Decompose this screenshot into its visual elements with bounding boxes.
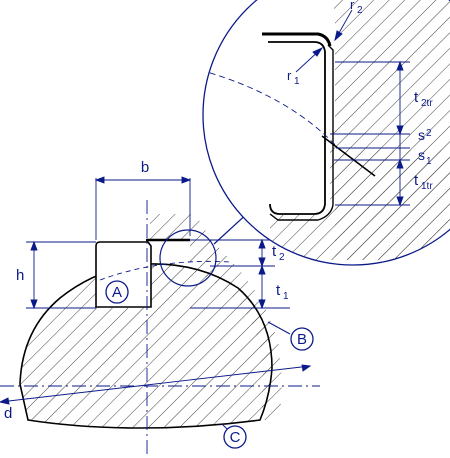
svg-text:1tr: 1tr <box>421 181 433 192</box>
svg-text:1: 1 <box>283 291 289 302</box>
dim-b-label: b <box>141 159 149 176</box>
svg-text:t: t <box>276 282 281 299</box>
svg-text:2: 2 <box>426 128 432 139</box>
label-C: C <box>230 429 241 446</box>
dim-t2-label: t 2 <box>272 243 285 263</box>
svg-text:r: r <box>350 0 355 12</box>
dim-d-label: d <box>4 405 12 422</box>
svg-text:t: t <box>414 89 419 106</box>
svg-text:t: t <box>272 243 277 260</box>
callout-C: C <box>221 423 247 449</box>
svg-text:r: r <box>287 68 292 83</box>
callout-B: B <box>267 321 314 351</box>
dim-s1-label: s 1 <box>418 147 432 167</box>
callout-A: A <box>105 280 129 304</box>
dim-t1-label: t 1 <box>276 282 289 302</box>
svg-text:s: s <box>418 147 425 163</box>
svg-text:1: 1 <box>426 156 432 167</box>
dim-s2-label: s 2 <box>418 127 432 143</box>
dim-t1tr-label: t 1tr <box>414 172 433 192</box>
centerlines <box>0 200 320 455</box>
detail-view: r 2 r 1 t 2tr s 2 s 1 t 1tr <box>202 0 450 266</box>
svg-text:1: 1 <box>294 76 300 87</box>
dim-r2-label: r 2 <box>350 0 363 16</box>
label-B: B <box>297 331 307 348</box>
svg-text:2tr: 2tr <box>421 98 433 109</box>
svg-text:2: 2 <box>357 5 363 16</box>
dim-t2tr-label: t 2tr <box>414 89 433 109</box>
svg-text:s: s <box>418 127 425 143</box>
dimensions-main <box>0 176 312 405</box>
svg-text:t: t <box>414 172 419 189</box>
dim-h-label: h <box>16 267 24 284</box>
svg-text:2: 2 <box>279 252 285 263</box>
dim-r1-label: r 1 <box>287 68 300 87</box>
label-A: A <box>112 284 122 301</box>
dimensions-detail <box>295 9 410 207</box>
